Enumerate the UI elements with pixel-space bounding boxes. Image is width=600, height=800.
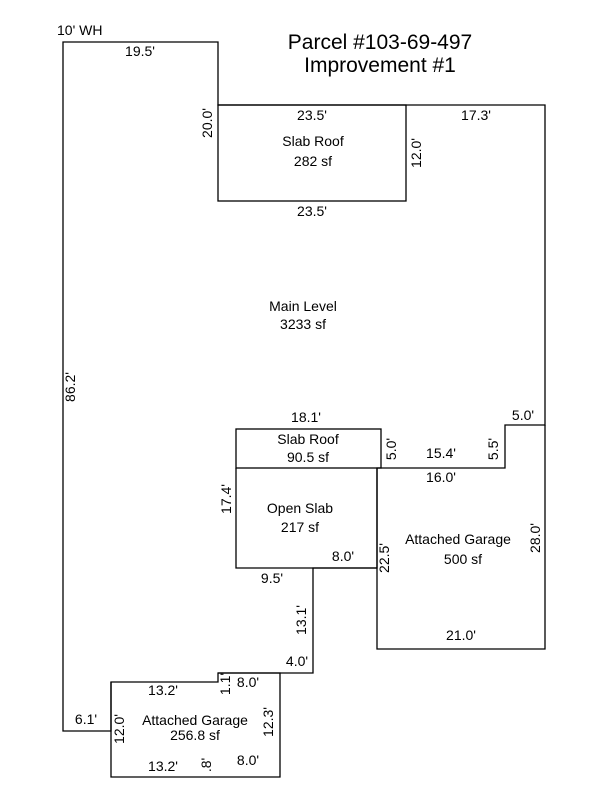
dim-86-2: 86.2' — [62, 372, 78, 402]
dim-1-1: 1.1' — [217, 673, 233, 695]
dim-13-1: 13.1' — [293, 605, 309, 635]
slab-roof-mid-area: 90.5 sf — [287, 449, 329, 465]
dim-13-2-top: 13.2' — [148, 682, 178, 698]
slab-roof-mid-outline — [235, 428, 382, 469]
dim-5-5: 5.5' — [485, 438, 501, 460]
dim-5-0-slab: 5.0' — [383, 438, 399, 460]
dim-6-1: 6.1' — [75, 711, 97, 727]
main-level-area: 3233 sf — [280, 316, 326, 332]
garage-right-outline — [376, 425, 546, 650]
garage-bottom-outline — [110, 672, 281, 778]
title-line-1: Parcel #103-69-497 — [288, 31, 472, 54]
dim-5-0-right: 5.0' — [512, 407, 534, 423]
garage-right-area: 500 sf — [444, 551, 482, 567]
slab-roof-mid-name: Slab Roof — [277, 431, 339, 447]
garage-bottom-name: Attached Garage — [142, 712, 248, 728]
dim-15-4: 15.4' — [426, 445, 456, 461]
dim-19-5: 19.5' — [125, 43, 155, 59]
dim-12-3: 12.3' — [260, 707, 276, 737]
dim-8-0-top: 8.0' — [237, 674, 259, 690]
dim-16-0: 16.0' — [426, 469, 456, 485]
dim-28-0: 28.0' — [527, 523, 543, 553]
slab-roof-top-name: Slab Roof — [282, 133, 344, 149]
title-line-2: Improvement #1 — [304, 54, 456, 77]
dim-21-0: 21.0' — [446, 627, 476, 643]
dim-9-5: 9.5' — [261, 570, 283, 586]
dim-22-5: 22.5' — [376, 543, 392, 573]
dim-12-0-slab: 12.0' — [408, 138, 424, 168]
slab-roof-top-outline — [217, 104, 407, 202]
dim-point-8: .8' — [198, 758, 214, 772]
dim-23-5-top: 23.5' — [297, 107, 327, 123]
dim-17-4: 17.4' — [218, 484, 234, 514]
dim-18-1: 18.1' — [291, 409, 321, 425]
dim-8-0-bottom: 8.0' — [237, 752, 259, 768]
open-slab-name: Open Slab — [267, 500, 333, 516]
garage-right-name: Attached Garage — [405, 531, 511, 547]
main-level-name: Main Level — [269, 298, 337, 314]
dim-8-0-slab: 8.0' — [332, 548, 354, 564]
dim-4-0: 4.0' — [286, 653, 308, 669]
dim-13-2-bottom: 13.2' — [148, 758, 178, 774]
dim-17-3: 17.3' — [461, 107, 491, 123]
garage-bottom-area: 256.8 sf — [170, 727, 220, 743]
dim-20-0: 20.0' — [199, 108, 215, 138]
slab-roof-top-area: 282 sf — [294, 153, 332, 169]
dim-12-0-garage: 12.0' — [111, 714, 127, 744]
open-slab-outline — [235, 468, 377, 569]
open-slab-area: 217 sf — [281, 519, 319, 535]
wall-height-label: 10' WH — [57, 22, 102, 38]
dim-23-5-bottom: 23.5' — [297, 203, 327, 219]
